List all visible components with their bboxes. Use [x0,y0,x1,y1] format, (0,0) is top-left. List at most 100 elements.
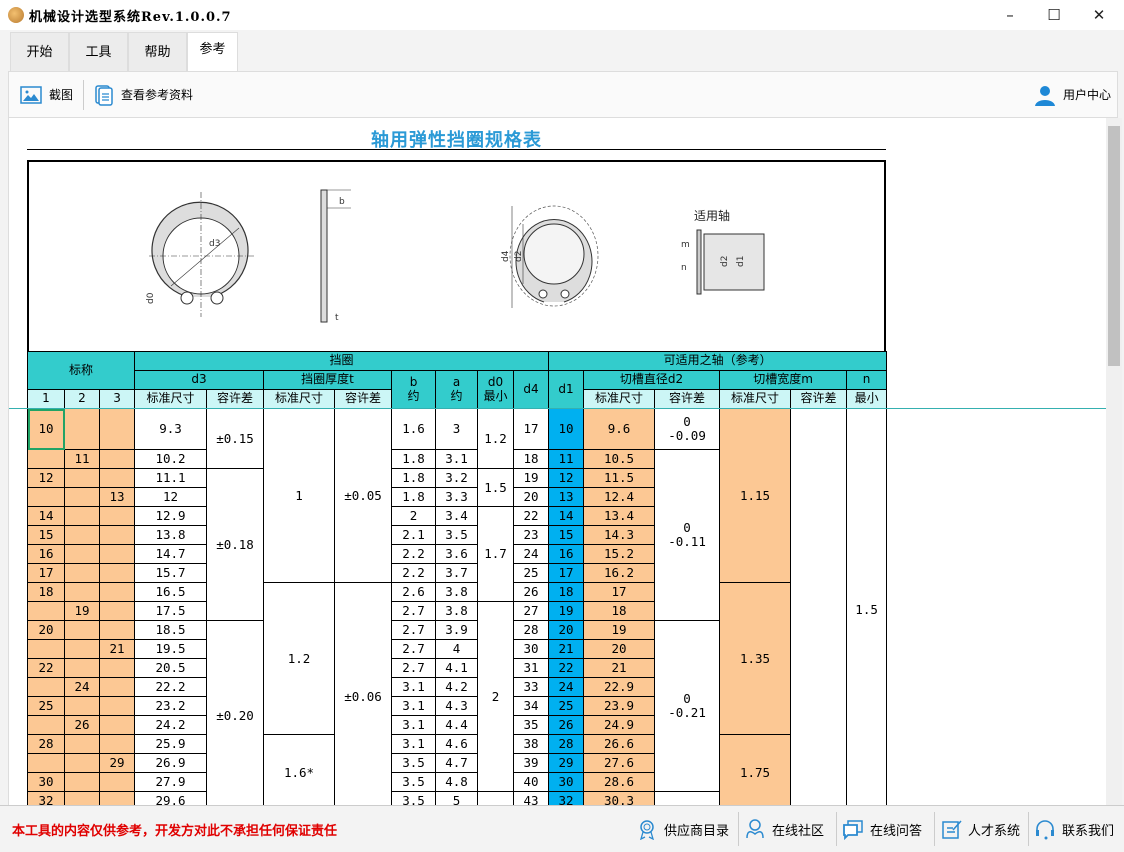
b-cell: 1.8 [391,468,437,488]
a-cell: 3.7 [435,563,479,583]
d2-tol-cell: 0 -0.11 [654,449,721,621]
toolbar: 截图 查看参考资料 用户中心 [8,71,1118,118]
footer-link-4[interactable]: 联系我们 [1034,814,1114,844]
b-cell: 2.1 [391,525,437,545]
a-cell: 4.6 [435,734,479,754]
subheader-cell: 标准尺寸 [583,389,656,409]
b-cell: 1.8 [391,449,437,469]
view-reference-button[interactable]: 查看参考资料 [93,72,193,117]
tab-2[interactable]: 帮助 [128,32,187,71]
d2-cell: 19 [583,620,656,640]
edit-icon [942,820,962,839]
vertical-scrollbar[interactable] [1106,118,1122,805]
d3-cell: 26.9 [134,753,208,773]
footer-link-2[interactable]: 在线问答 [842,814,922,844]
d4-cell: 39 [513,753,550,773]
d2-cell: 10.5 [583,449,656,469]
header-d3: d3 [134,370,265,390]
tab-0[interactable]: 开始 [10,32,69,71]
screenshot-button[interactable]: 截图 [19,72,73,117]
b-cell: 3.1 [391,715,437,735]
tab-1[interactable]: 工具 [69,32,128,71]
d3-cell: 16.5 [134,582,208,602]
subheader-cell: 1 [27,389,65,409]
a-cell: 3.2 [435,468,479,488]
header-b: b 约 [391,370,437,409]
m-cell: 1.75 [719,734,792,805]
d2-cell: 20 [583,639,656,659]
d3-cell: 22.2 [134,677,208,697]
maximize-button[interactable]: ☐ [1047,6,1061,24]
d4-cell: 38 [513,734,550,754]
scrollbar-thumb[interactable] [1108,126,1120,366]
a-cell: 3.8 [435,601,479,621]
footer-link-1[interactable]: 在线社区 [744,814,824,844]
b-cell: 1.8 [391,487,437,507]
a-cell: 3.9 [435,620,479,640]
a-cell: 4.1 [435,658,479,678]
d4-cell: 31 [513,658,550,678]
d3-cell: 24.2 [134,715,208,735]
nominal-3-cell [98,408,136,450]
header-a: a 约 [435,370,479,409]
ring-on-shaft-view: d4 d2 [501,205,599,308]
footer-link-3[interactable]: 人才系统 [940,814,1020,844]
d2-cell: 27.6 [583,753,656,773]
d4-cell: 26 [513,582,550,602]
d2-tol-cell: 0 -0.09 [654,408,721,450]
d3-cell: 9.3 [134,408,208,450]
header-ring: 挡圈 [134,351,550,371]
footer-link-0[interactable]: 供应商目录 [636,814,729,844]
a-cell: 5 [435,791,479,805]
app-logo-icon [8,7,24,23]
d3-tol-cell: ±0.20 [206,620,265,805]
close-button[interactable]: ✕ [1092,6,1106,24]
d1-cell: 21 [548,639,585,659]
header-m: 切槽宽度m [719,370,848,390]
b-cell: 2.7 [391,658,437,678]
d3-cell: 23.2 [134,696,208,716]
nominal-3-cell: 13 [98,487,136,507]
nominal-1-cell: 30 [27,772,65,792]
b-cell: 2.7 [391,620,437,640]
d4-cell: 33 [513,677,550,697]
ring-front-view: d3 d0 [146,192,254,317]
d3-cell: 11.1 [134,468,208,488]
d1-cell: 12 [548,468,585,488]
d4-cell: 30 [513,639,550,659]
subheader-cell: 容许差 [790,389,848,409]
nominal-1-cell: 32 [27,791,65,805]
nominal-1-cell[interactable]: 10 [27,408,65,450]
t-cell: 1.2 [263,582,336,735]
d4-cell: 22 [513,506,550,526]
nominal-2-cell [64,408,100,450]
user-center-button[interactable]: 用户中心 [1033,72,1111,117]
t-cell: 1 [263,408,336,583]
nominal-1-cell [27,639,65,659]
d2-cell: 28.6 [583,772,656,792]
tab-3[interactable]: 参考 [187,32,238,72]
chat-icon [843,820,863,840]
footer-link-label: 在线社区 [772,823,825,839]
b-cell: 2.7 [391,601,437,621]
d3-tol-cell: ±0.18 [206,468,265,621]
d2-cell: 16.2 [583,563,656,583]
nominal-2-cell: 24 [64,677,100,697]
d1-cell: 25 [548,696,585,716]
document-title: 轴用弹性挡圈规格表 [371,130,542,151]
document-view: 轴用弹性挡圈规格表 d3 d0 b t d4 d2 适用轴 m n d2 d1 [8,118,1106,805]
minimize-button[interactable]: – [1006,6,1014,24]
applicable-shaft-label: 适用轴 [694,208,730,223]
d3-cell: 18.5 [134,620,208,640]
nominal-1-cell [27,487,65,507]
t-tol-cell: ±0.06 [334,582,393,805]
d4-cell: 43 [513,791,550,805]
b-cell: 3.1 [391,734,437,754]
ribbon-tabs: 开始工具帮助参考 [10,32,238,72]
header-nominal: 标称 [26,351,136,390]
